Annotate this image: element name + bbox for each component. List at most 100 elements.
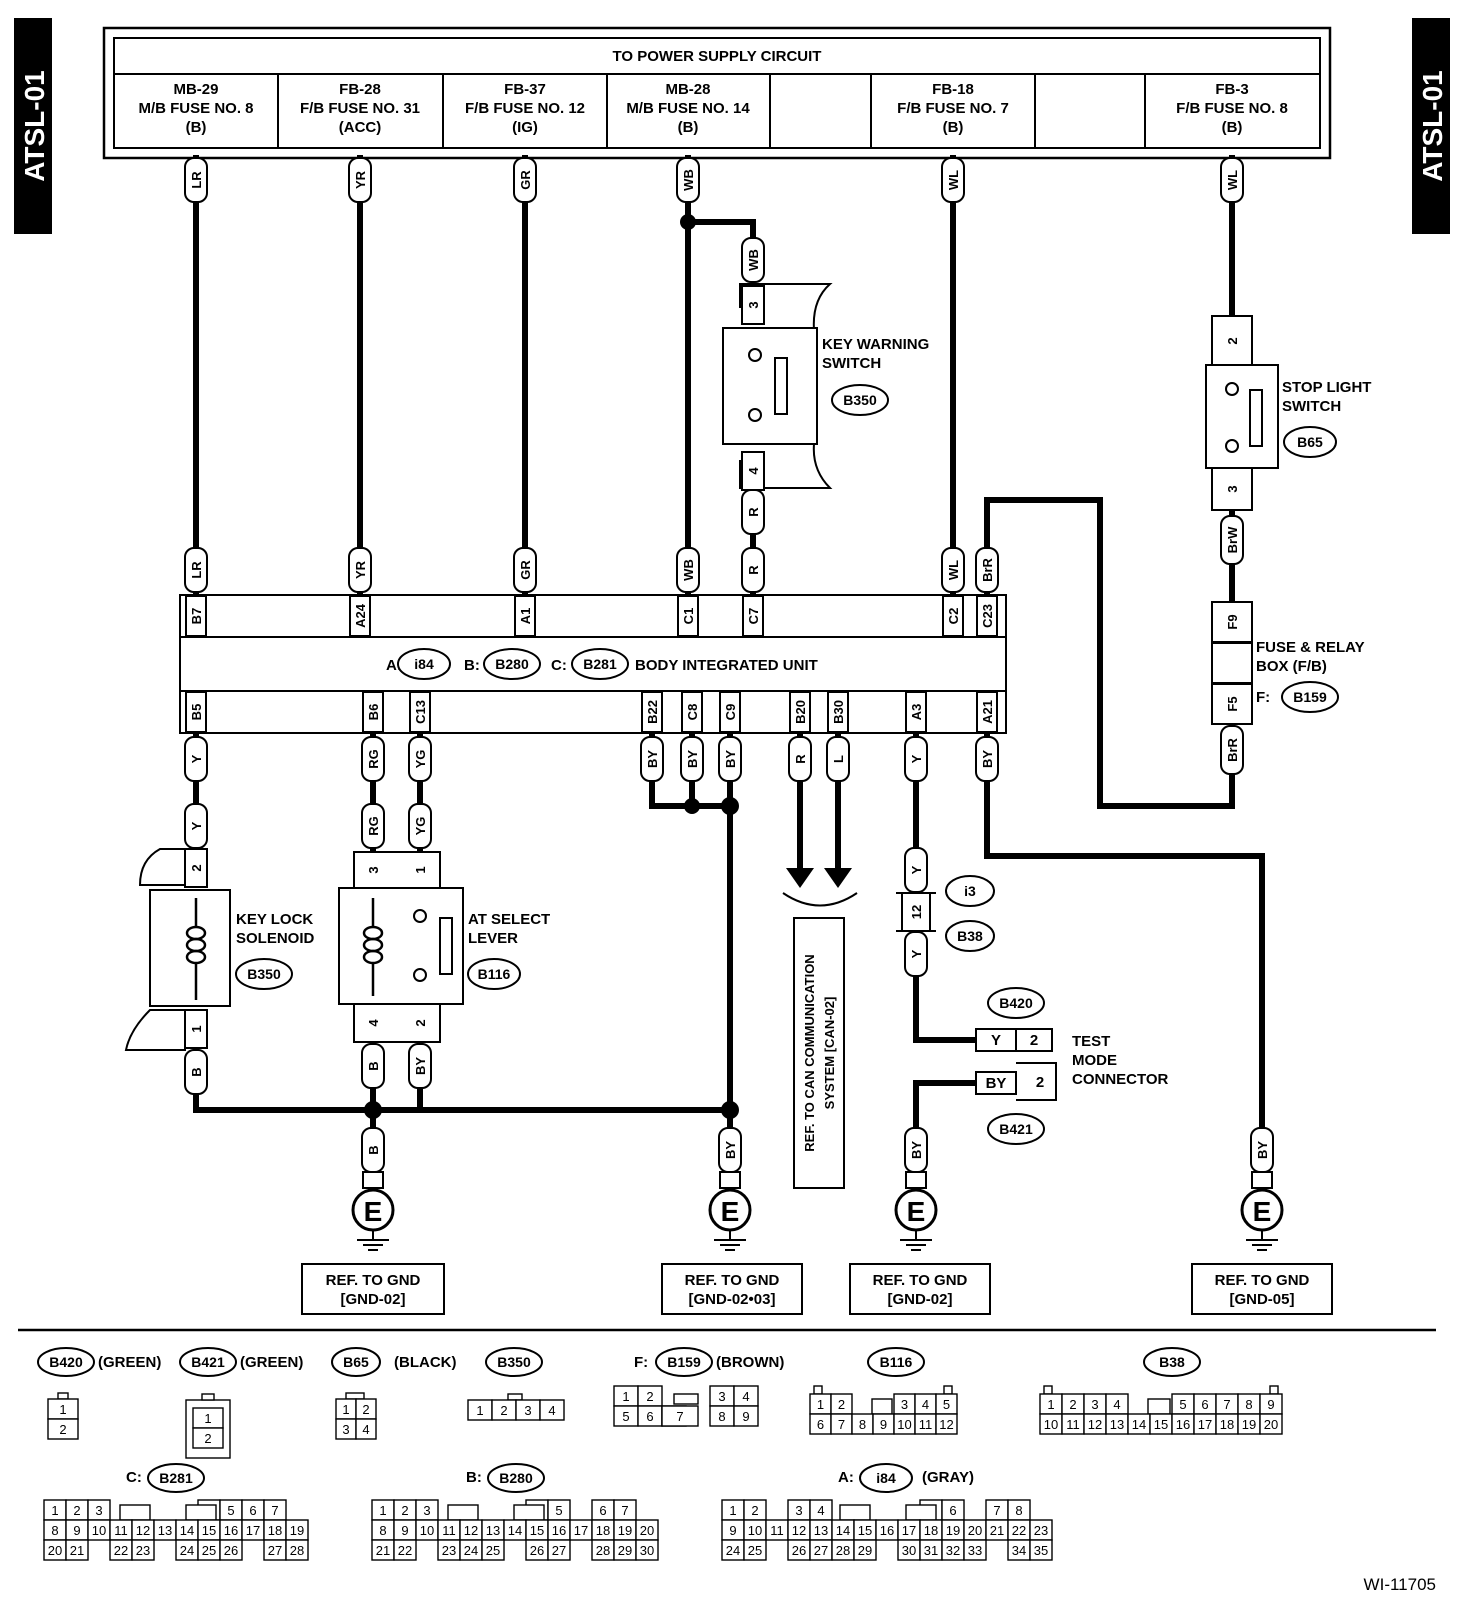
svg-text:WL: WL [1225,170,1240,190]
ground-e-icon: E [894,1171,938,1251]
pin-number: 6 [249,1503,256,1518]
biu-c-prefix: C: [551,657,567,674]
pin-number: 25 [486,1543,500,1558]
pin-number: 9 [742,1409,749,1424]
fuse-cell: FB-28 F/B FUSE NO. 31 (ACC) [300,81,420,136]
side-tag-right: ATSL-01 [1412,18,1450,234]
svg-text:B38: B38 [957,928,983,944]
svg-text:WL: WL [946,170,961,190]
pin-number: 24 [180,1543,194,1558]
ground-e-icon: E [351,1171,395,1251]
pin-number: 6 [646,1409,653,1424]
pin-number: 9 [729,1523,736,1538]
svg-text:A21: A21 [980,700,995,724]
i3-b38-connector: 12 i3 B38 [896,875,995,952]
key-warning-switch: KEY WARNING SWITCH B350 [722,283,929,489]
pin-number: 10 [1044,1417,1058,1432]
svg-text:AT SELECT: AT SELECT [468,911,550,928]
pin-number: 1 [476,1403,483,1418]
pin-number: 30 [640,1543,654,1558]
svg-text:RG: RG [366,816,381,836]
pin-number: 8 [1245,1397,1252,1412]
body-integrated-unit: A: i84 B: B280 C: B281 BODY INTEGRATED U… [179,594,1007,734]
svg-text:Y: Y [909,949,924,958]
pin-number: 30 [902,1543,916,1558]
svg-text:(GREEN): (GREEN) [240,1354,303,1371]
pin-number: 8 [51,1523,58,1538]
pin-number: 18 [924,1523,938,1538]
pin-number: 1 [59,1402,66,1417]
svg-text:Y: Y [189,754,204,763]
pin-number: 18 [1220,1417,1234,1432]
svg-text:B5: B5 [189,704,204,721]
svg-text:F/B FUSE NO. 8: F/B FUSE NO. 8 [1176,100,1288,117]
svg-text:F9: F9 [1225,614,1240,629]
pin-number: 1 [1047,1397,1054,1412]
svg-text:YR: YR [353,560,368,579]
can-reference: REF. TO CAN COMMUNICATION SYSTEM [CAN-02… [782,868,858,1189]
svg-text:L: L [831,755,846,763]
pin-number: 1 [379,1503,386,1518]
pin-number: 8 [1015,1503,1022,1518]
pin-number: 3 [795,1503,802,1518]
pin-number: 8 [379,1523,386,1538]
fuse-cell: FB-18 F/B FUSE NO. 7 (B) [897,81,1009,136]
pin-number: 9 [73,1523,80,1538]
svg-text:ATSL-01: ATSL-01 [1417,70,1448,182]
pin-number: 21 [990,1523,1004,1538]
svg-text:GR: GR [518,170,533,190]
svg-text:MB-28: MB-28 [665,81,710,98]
pin-number: 1 [729,1503,736,1518]
pin-number: 16 [1176,1417,1190,1432]
pin-number: 18 [268,1523,282,1538]
pin-number: 15 [530,1523,544,1538]
svg-text:SOLENOID: SOLENOID [236,930,315,947]
svg-text:F:: F: [1256,689,1270,706]
svg-text:BY: BY [723,1141,738,1159]
svg-text:F5: F5 [1225,696,1240,711]
pin-number: 3 [718,1389,725,1404]
svg-text:B281: B281 [159,1470,193,1486]
ground-e-icon: E [708,1171,752,1251]
biu-b-prefix: B: [464,657,480,674]
junctions [364,214,739,1119]
svg-text:FB-3: FB-3 [1215,81,1248,98]
svg-text:[GND-02•03]: [GND-02•03] [689,1291,776,1308]
svg-text:F/B FUSE NO. 7: F/B FUSE NO. 7 [897,100,1009,117]
svg-text:(B): (B) [943,119,964,136]
pin-number: 12 [1088,1417,1102,1432]
pin-number: 24 [464,1543,478,1558]
connector-face-b65 [335,1392,377,1440]
pin-number: 2 [751,1503,758,1518]
pin-number: 27 [552,1543,566,1558]
svg-text:BY: BY [980,750,995,768]
pin-number: 4 [1113,1397,1120,1412]
pin-number: 13 [486,1523,500,1538]
svg-text:C13: C13 [413,700,428,724]
pin-number: 19 [946,1523,960,1538]
pin-number: 7 [993,1503,1000,1518]
pin-number: 19 [1242,1417,1256,1432]
pin-number: 13 [158,1523,172,1538]
svg-text:YG: YG [413,817,428,836]
pin-number: 11 [770,1523,784,1538]
pin-number: 2 [838,1397,845,1412]
svg-text:B421: B421 [999,1121,1033,1137]
power-header: TO POWER SUPPLY CIRCUIT [613,48,822,65]
svg-text:CONNECTOR: CONNECTOR [1072,1071,1169,1088]
svg-text:MODE: MODE [1072,1052,1117,1069]
power-supply-box: TO POWER SUPPLY CIRCUIT MB-29 M/B FUSE N… [102,26,1332,160]
pin-number: 10 [92,1523,106,1538]
test-mode-connector: B420 Y 2 BY 2 TEST MODE CONNECTOR B421 [975,987,1169,1145]
svg-text:M/B FUSE NO. 14: M/B FUSE NO. 14 [626,100,750,117]
svg-text:BY: BY [413,1057,428,1075]
svg-text:BOX (F/B): BOX (F/B) [1256,658,1327,675]
svg-text:(BLACK): (BLACK) [394,1354,456,1371]
svg-text:[GND-02]: [GND-02] [340,1291,405,1308]
svg-text:12: 12 [909,905,924,919]
svg-text:STOP LIGHT: STOP LIGHT [1282,379,1371,396]
pin-number: 33 [968,1543,982,1558]
svg-text:BY: BY [723,750,738,768]
pin-number: 20 [968,1523,982,1538]
svg-text:B421: B421 [191,1354,225,1370]
